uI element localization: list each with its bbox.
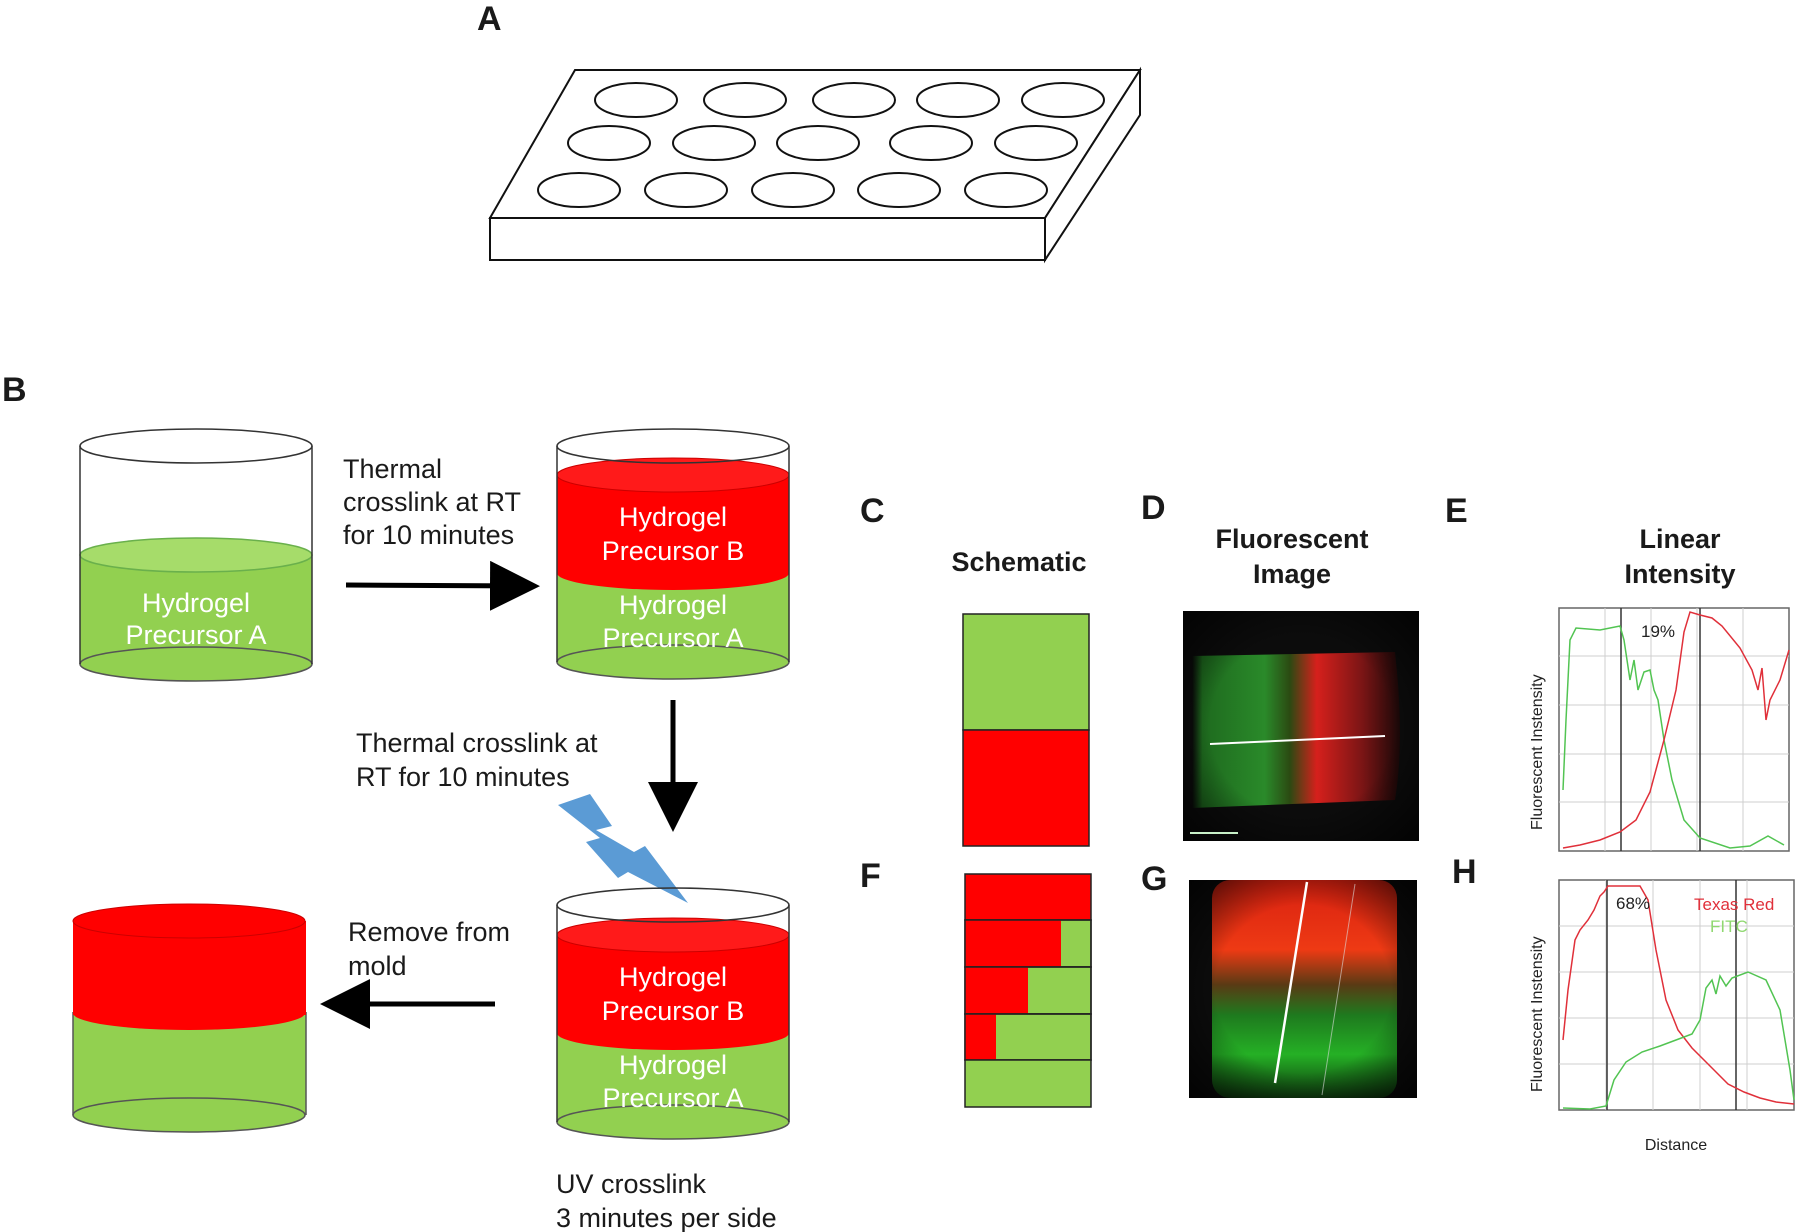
- cyl3-label-b-2: Precursor B: [602, 996, 745, 1026]
- header-linear-1: Linear: [1639, 524, 1721, 554]
- well: [537, 172, 621, 208]
- header-schematic: Schematic: [951, 547, 1086, 577]
- panel-label-g: G: [1141, 860, 1167, 898]
- plot-h-xlabel: Distance: [1645, 1137, 1707, 1154]
- cylinder-precursor-a: Hydrogel Precursor A: [79, 428, 313, 682]
- well: [964, 172, 1048, 208]
- step-remove-line-2: mold: [348, 951, 407, 981]
- plot-h-percent: 68%: [1616, 894, 1650, 913]
- cyl2-label-b-2: Precursor B: [602, 536, 745, 566]
- cyl2-label-a-1: Hydrogel: [619, 590, 727, 620]
- cyl3-label-b-1: Hydrogel: [619, 962, 727, 992]
- fluorescent-image-g: [1189, 880, 1417, 1098]
- well: [994, 125, 1078, 161]
- well: [889, 125, 973, 161]
- well: [1021, 82, 1105, 118]
- step-uv-line-2: 3 minutes per side: [556, 1203, 777, 1232]
- well-plate: [488, 66, 1142, 264]
- panel-label-h: H: [1452, 853, 1477, 891]
- fluorescent-image-d: [1183, 611, 1419, 841]
- step-remove-line-1: Remove from: [348, 917, 510, 947]
- header-fluorescent-2: Image: [1253, 559, 1331, 589]
- panel-label-f: F: [860, 857, 881, 895]
- plate-side: [1044, 66, 1141, 264]
- panel-label-c: C: [860, 492, 885, 530]
- step-uv-line-1: UV crosslink: [556, 1169, 707, 1199]
- panel-label-e: E: [1445, 492, 1468, 530]
- well: [857, 172, 941, 208]
- intensity-plot-h: 68% Texas Red FITC Fluorescent Instensit…: [1529, 879, 1795, 1154]
- lightning-icon: [558, 794, 688, 903]
- step-thermal-2-line-1: Thermal crosslink at: [356, 728, 598, 758]
- well: [776, 125, 860, 161]
- well: [644, 172, 728, 208]
- final-hydrogel: [72, 903, 307, 1133]
- step-thermal-1-line-3: for 10 minutes: [343, 520, 514, 550]
- well: [812, 82, 896, 118]
- well: [672, 125, 756, 161]
- cyl2-label-a-2: Precursor A: [602, 623, 743, 653]
- well: [916, 82, 1000, 118]
- cyl3-label-a-2: Precursor A: [602, 1083, 743, 1113]
- intensity-plot-e: 19% Fluorescent Instensity: [1529, 607, 1790, 852]
- legend-fitc: FITC: [1710, 917, 1748, 936]
- well: [567, 125, 651, 161]
- cyl1-label-1: Hydrogel: [142, 588, 250, 618]
- plate-top: [488, 69, 1142, 219]
- well: [751, 172, 835, 208]
- well: [703, 82, 787, 118]
- panel-label-b: B: [2, 371, 27, 409]
- cylinder-precursor-b: Hydrogel Precursor B Hydrogel Precursor …: [556, 428, 790, 680]
- wells: [537, 82, 1105, 208]
- schematic-c: [962, 613, 1090, 847]
- legend-texas-red: Texas Red: [1694, 895, 1774, 914]
- plot-e-percent: 19%: [1641, 622, 1675, 641]
- header-linear-2: Intensity: [1624, 559, 1735, 589]
- cyl3-label-a-1: Hydrogel: [619, 1050, 727, 1080]
- plate-front: [489, 217, 1046, 261]
- plot-h-ylabel: Fluorescent Instensity: [1529, 936, 1546, 1092]
- arrow-right: [345, 560, 540, 611]
- step-thermal-1-line-1: Thermal: [343, 454, 442, 484]
- cylinder-uv: Hydrogel Precursor B Hydrogel Precursor …: [556, 887, 790, 1140]
- panel-label-d: D: [1141, 489, 1166, 527]
- panel-label-a: A: [477, 0, 502, 38]
- cyl1-label-2: Precursor A: [125, 620, 266, 650]
- header-fluorescent-1: Fluorescent: [1215, 524, 1368, 554]
- step-thermal-2-line-2: RT for 10 minutes: [356, 762, 570, 792]
- plot-e-ylabel: Fluorescent Instensity: [1529, 674, 1546, 830]
- well: [594, 82, 678, 118]
- step-thermal-1-line-2: crosslink at RT: [343, 487, 521, 517]
- cyl2-label-b-1: Hydrogel: [619, 502, 727, 532]
- schematic-f: [964, 873, 1092, 1108]
